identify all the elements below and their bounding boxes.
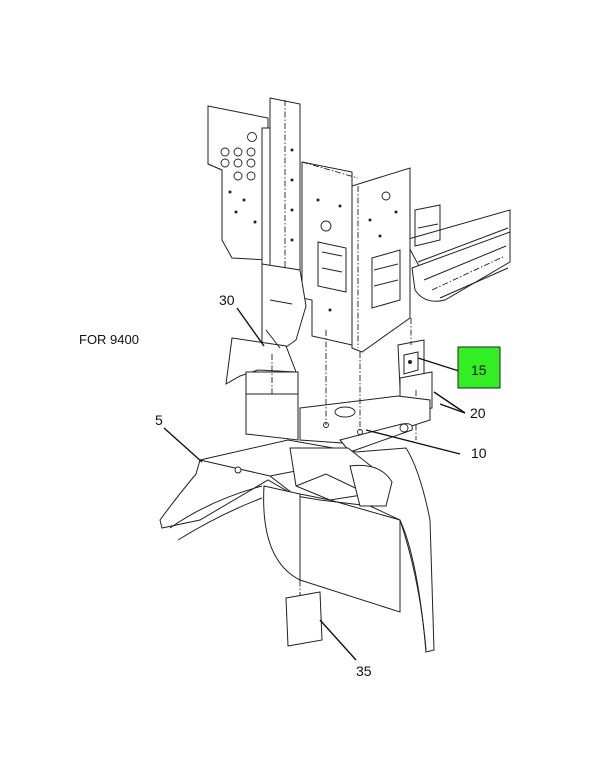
callout-10[interactable]: 10 [471, 445, 487, 461]
callout-5[interactable]: 5 [155, 412, 163, 428]
fender-housing-part-5 [159, 439, 435, 653]
pad-part-35 [285, 591, 323, 647]
center-bracket [301, 161, 359, 346]
callout-30[interactable]: 30 [219, 292, 235, 308]
left-upright-bracket [207, 105, 269, 261]
lower-block [245, 393, 299, 441]
leader-lines [163, 307, 466, 661]
frame-rail [404, 204, 511, 302]
floor-plate [299, 330, 431, 445]
step-bracket-part-30 [225, 263, 307, 405]
callout-35[interactable]: 35 [356, 663, 372, 679]
strap-part-10 [339, 423, 413, 453]
model-note: FOR 9400 [79, 332, 139, 347]
right-main-panel [351, 167, 411, 353]
callout-15[interactable]: 15 [471, 362, 487, 378]
vertical-post [261, 97, 301, 301]
callout-15-highlight[interactable] [457, 346, 501, 389]
callout-20[interactable]: 20 [470, 405, 486, 421]
